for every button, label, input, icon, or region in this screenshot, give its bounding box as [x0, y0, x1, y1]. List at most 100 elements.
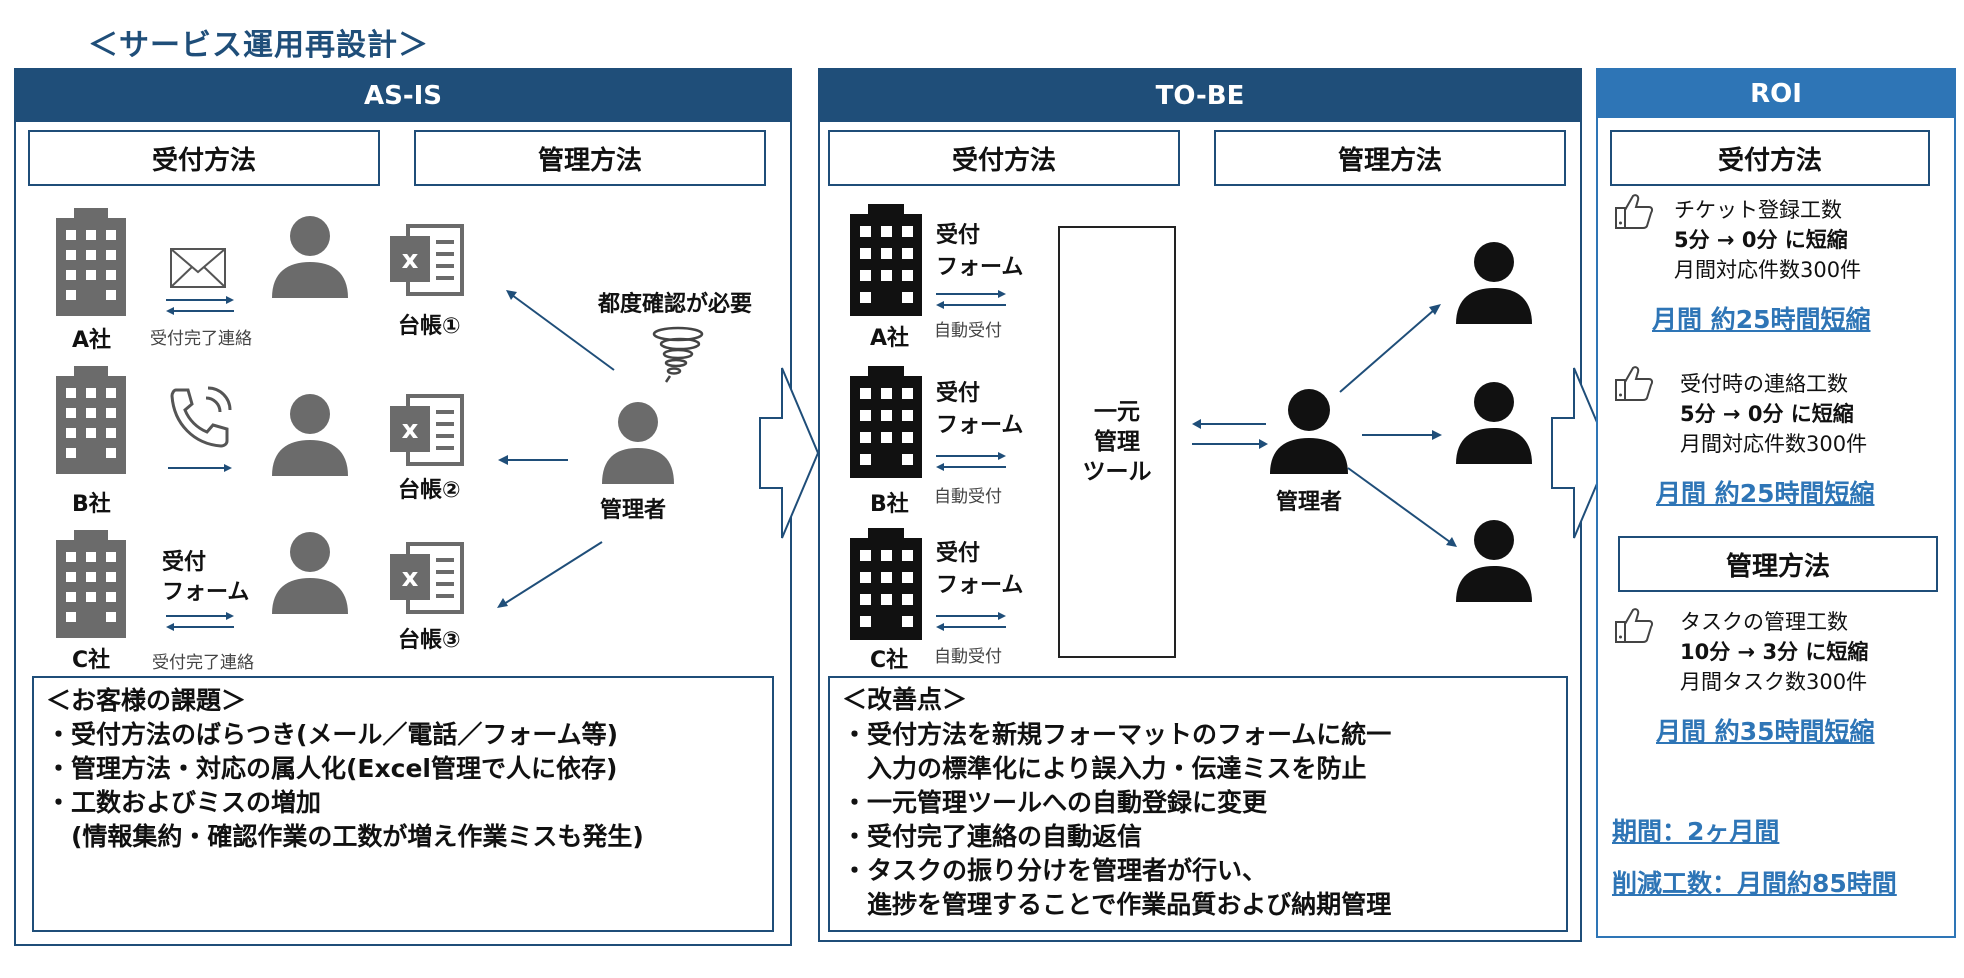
tobe-form-label-c: 受付 フォーム: [936, 538, 1023, 602]
person-icon: [1456, 382, 1532, 464]
tobe-management-heading: 管理方法: [1214, 130, 1566, 186]
roi-item1-volume: 月間対応件数300件: [1674, 258, 1862, 282]
person-icon: [272, 532, 348, 614]
asis-exchange-arrows-c: [166, 612, 234, 631]
tool-line-2: 管理: [1094, 429, 1140, 455]
tobe-company-a: A社: [870, 326, 910, 351]
tobe-improvements-box: ＜改善点＞ ・受付方法を新規フォーマットのフォームに統一 入力の標準化により誤入…: [828, 676, 1568, 932]
roi-reception-heading: 受付方法: [1610, 130, 1930, 186]
tobe-exchange-arrows-a: [936, 290, 1006, 309]
tornado-icon: [652, 326, 704, 383]
tobe-manager: 管理者: [1276, 490, 1343, 515]
tobe-form-line2: フォーム: [936, 573, 1024, 598]
svg-text:x: x: [402, 415, 419, 445]
asis-issue-line: ・管理方法・対応の属人化(Excel管理で人に依存): [46, 754, 618, 783]
excel-ledger-icon: x: [390, 542, 464, 614]
asis-confirm-needed: 都度確認が必要: [598, 292, 753, 317]
asis-form-label-line2: フォーム: [162, 580, 250, 605]
roi-total-reduction: 削減工数：月間約85時間: [1612, 869, 1897, 898]
roi-management-heading: 管理方法: [1618, 536, 1938, 592]
thumbs-up-icon: [1615, 194, 1654, 229]
excel-ledger-icon: x: [390, 224, 464, 296]
asis-reception-heading: 受付方法: [28, 130, 380, 186]
roi-item3-name: タスクの管理工数: [1680, 610, 1848, 634]
tobe-auto-receive-c: 自動受付: [934, 647, 1002, 667]
tobe-form-label-b: 受付 フォーム: [936, 378, 1023, 442]
tool-line-1: 一元: [1094, 399, 1140, 425]
tobe-improvement-line: ・受付方法を新規フォーマットのフォームに統一: [842, 720, 1392, 749]
envelope-icon: [170, 248, 226, 288]
tobe-improvement-line: ・一元管理ツールへの自動登録に変更: [842, 788, 1268, 817]
tobe-form-line2: フォーム: [936, 413, 1024, 438]
roi-item2-name: 受付時の連絡工数: [1680, 372, 1848, 396]
building-icon: [56, 366, 126, 474]
person-icon: [272, 394, 348, 476]
tobe-exchange-arrows-b: [936, 452, 1006, 471]
roi-item1-result: 月間 約25時間短縮: [1652, 305, 1871, 334]
svg-text:x: x: [402, 245, 419, 275]
block-arrow-icon: [759, 367, 820, 539]
excel-ledger-icon: x: [390, 394, 464, 466]
tobe-exchange-arrows-c: [936, 612, 1006, 631]
building-icon: [850, 204, 922, 316]
tobe-improvement-line: ・タスクの振り分けを管理者が行い、: [842, 856, 1268, 885]
asis-issues-heading: ＜お客様の課題＞: [46, 686, 247, 715]
person-icon: [602, 402, 674, 484]
phone-icon: [170, 386, 232, 448]
asis-issues-box: ＜お客様の課題＞ ・受付方法のばらつき(メール／電話／フォーム等) ・管理方法・…: [32, 676, 774, 932]
tobe-form-label-a: 受付 フォーム: [936, 220, 1023, 284]
asis-ledger-1: 台帳①: [398, 314, 461, 339]
tobe-improvements-heading: ＜改善点＞: [842, 685, 968, 714]
central-management-tool: 一元 管理 ツール: [1058, 226, 1176, 658]
asis-issue-line: (情報集約・確認作業の工数が増え作業ミスも発生): [46, 822, 644, 851]
asis-form-label: 受付 フォーム: [162, 548, 249, 608]
roi-item1-change: 5分 → 0分 に短縮: [1674, 228, 1848, 252]
tobe-improvement-line: 進捗を管理することで作業品質および納期管理: [842, 890, 1392, 919]
roi-item3-result: 月間 約35時間短縮: [1656, 717, 1875, 746]
tobe-reception-heading: 受付方法: [828, 130, 1180, 186]
roi-item1-name: チケット登録工数: [1674, 198, 1842, 222]
tobe-improvement-line: ・受付完了連絡の自動返信: [842, 822, 1143, 851]
asis-ledger-2: 台帳②: [398, 478, 461, 503]
roi-period: 期間：2ヶ月間: [1612, 817, 1780, 846]
asis-company-a: A社: [72, 328, 112, 353]
asis-management-heading: 管理方法: [414, 130, 766, 186]
asis-arrow-b: [168, 464, 232, 472]
roi-item3-change: 10分 → 3分 に短縮: [1680, 640, 1869, 664]
asis-issue-line: ・受付方法のばらつき(メール／電話／フォーム等): [46, 720, 619, 749]
tobe-company-b: B社: [870, 492, 909, 517]
person-icon: [1270, 389, 1348, 474]
asis-exchange-arrows-a: [166, 296, 234, 315]
block-arrow-icon: [1551, 367, 1612, 539]
roi-item2-result: 月間 約25時間短縮: [1656, 479, 1875, 508]
tobe-company-c: C社: [870, 648, 909, 673]
tobe-form-line2: フォーム: [936, 255, 1024, 280]
asis-completion-notice-a: 受付完了連絡: [150, 329, 252, 349]
tobe-auto-receive-b: 自動受付: [934, 487, 1002, 507]
tobe-form-line1: 受付: [936, 223, 981, 248]
building-icon: [850, 366, 922, 478]
person-icon: [272, 216, 348, 298]
asis-manager: 管理者: [600, 498, 667, 523]
tobe-form-line1: 受付: [936, 541, 981, 566]
tobe-improvement-line: 入力の標準化により誤入力・伝達ミスを防止: [842, 754, 1367, 783]
tool-line-3: ツール: [1082, 459, 1152, 485]
roi-item2-volume: 月間対応件数300件: [1680, 432, 1868, 456]
asis-ledger-3: 台帳③: [398, 628, 461, 653]
asis-completion-notice-c: 受付完了連絡: [152, 653, 254, 673]
asis-issue-line: ・工数およびミスの増加: [46, 788, 322, 817]
svg-text:x: x: [402, 563, 419, 593]
person-icon: [1456, 520, 1532, 602]
tobe-form-line1: 受付: [936, 381, 981, 406]
roi-item3-volume: 月間タスク数300件: [1680, 670, 1868, 694]
page-title: ＜サービス運用再設計＞: [88, 28, 429, 63]
building-icon: [56, 530, 126, 638]
asis-company-c: C社: [72, 648, 111, 673]
asis-form-label-line1: 受付: [162, 550, 207, 575]
building-icon: [850, 528, 922, 640]
roi-header: ROI: [1598, 70, 1954, 118]
tobe-auto-receive-a: 自動受付: [934, 321, 1002, 341]
tool-manager-arrows: [1192, 419, 1268, 449]
